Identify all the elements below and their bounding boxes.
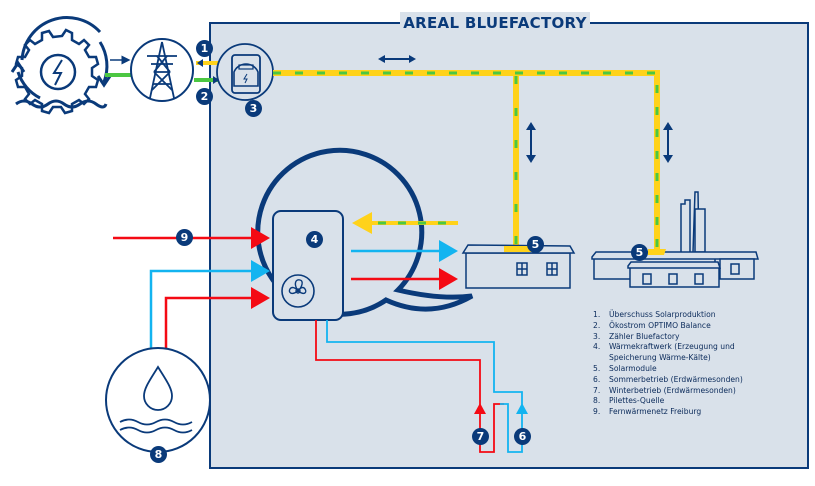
legend-text: Pilettes-Quelle <box>609 396 665 406</box>
legend-item: 9. Fernwärmenetz Freiburg <box>593 407 779 418</box>
badge-8: 8 <box>150 446 167 463</box>
legend-text: Winterbetrieb (Erdwärmesonden) <box>609 385 736 395</box>
badge-3: 3 <box>245 100 262 117</box>
legend-num: 9. <box>593 407 601 417</box>
legend-num: 4. <box>593 342 601 352</box>
legend-num: 1. <box>593 310 601 319</box>
legend-num: 8. <box>593 396 601 406</box>
legend-num: 7. <box>593 385 601 395</box>
arrow-spring-cold <box>149 260 270 352</box>
legend-text: Zähler Bluefactory <box>609 331 680 341</box>
solar-panel-2 <box>648 249 666 255</box>
heat-plant-bubble <box>255 147 474 317</box>
badge-6: 6 <box>514 428 531 445</box>
legend-item: 4. Wärmekraftwerk (Erzeugung und Speicher… <box>593 342 779 364</box>
badge-9: 9 <box>176 229 193 246</box>
legend-item: 1. Überschuss Solarproduktion <box>593 310 779 321</box>
legend-text: Fernwärmenetz Freiburg <box>609 407 702 417</box>
arrow-spring-heat <box>164 287 270 352</box>
power-plant-icon <box>10 16 112 115</box>
arrow-up-summer-6 <box>516 403 528 414</box>
arrow-head-2 <box>213 76 219 84</box>
legend-text: Sommerbetrieb (Erdwärmesonden) <box>609 374 743 384</box>
geothermal-loops <box>315 320 523 453</box>
legend: 1. Überschuss Solarproduktion 2. Ökostrom … <box>593 310 779 418</box>
legend-text: Überschuss Solarproduktion <box>609 310 716 319</box>
solar-network-lines <box>273 70 660 250</box>
badge-4: 4 <box>306 231 323 248</box>
arrow-up-winter-7 <box>474 403 486 414</box>
area-title: AREAL BLUEFACTORY <box>400 12 590 34</box>
legend-item: 8. Pilettes-Quelle <box>593 396 779 407</box>
bidirectional-arrows <box>378 55 673 163</box>
arrow-heat-to-building <box>351 268 458 290</box>
building-1-icon <box>461 244 576 289</box>
legend-item: 5. Solarmodule <box>593 364 779 375</box>
arrow-solar-to-heatplant <box>352 212 458 234</box>
badge-1: 1 <box>196 40 213 57</box>
legend-num: 2. <box>593 320 601 330</box>
arrow-cold-to-building <box>351 240 458 262</box>
legend-item: 7. Winterbetrieb (Erdwärmesonden) <box>593 386 779 397</box>
arrow-head-1 <box>197 59 203 67</box>
legend-text: Solarmodule <box>609 363 657 373</box>
building-2-factory-icon <box>591 191 759 288</box>
heat-pump-unit <box>272 210 344 321</box>
legend-text: Ökostrom OPTIMO Balance <box>609 320 711 330</box>
badge-5-building-2: 5 <box>631 244 648 261</box>
legend-num: 6. <box>593 374 601 384</box>
legend-num: 3. <box>593 331 601 341</box>
legend-item: 6. Sommerbetrieb (Erdwärmesonden) <box>593 375 779 386</box>
legend-item: 2. Ökostrom OPTIMO Balance <box>593 321 779 332</box>
badge-5-building-1: 5 <box>527 236 544 253</box>
badge-7: 7 <box>472 428 489 445</box>
spring-icon <box>105 347 211 453</box>
legend-text: Wärmekraftwerk (Erzeugung und Speicherun… <box>609 342 735 363</box>
legend-num: 5. <box>593 363 601 373</box>
badge-2: 2 <box>196 88 213 105</box>
electricity-meter-icon <box>216 43 274 101</box>
power-pylon-icon <box>130 38 194 102</box>
legend-item: 3. Zähler Bluefactory <box>593 332 779 343</box>
fan-icon <box>288 279 307 295</box>
